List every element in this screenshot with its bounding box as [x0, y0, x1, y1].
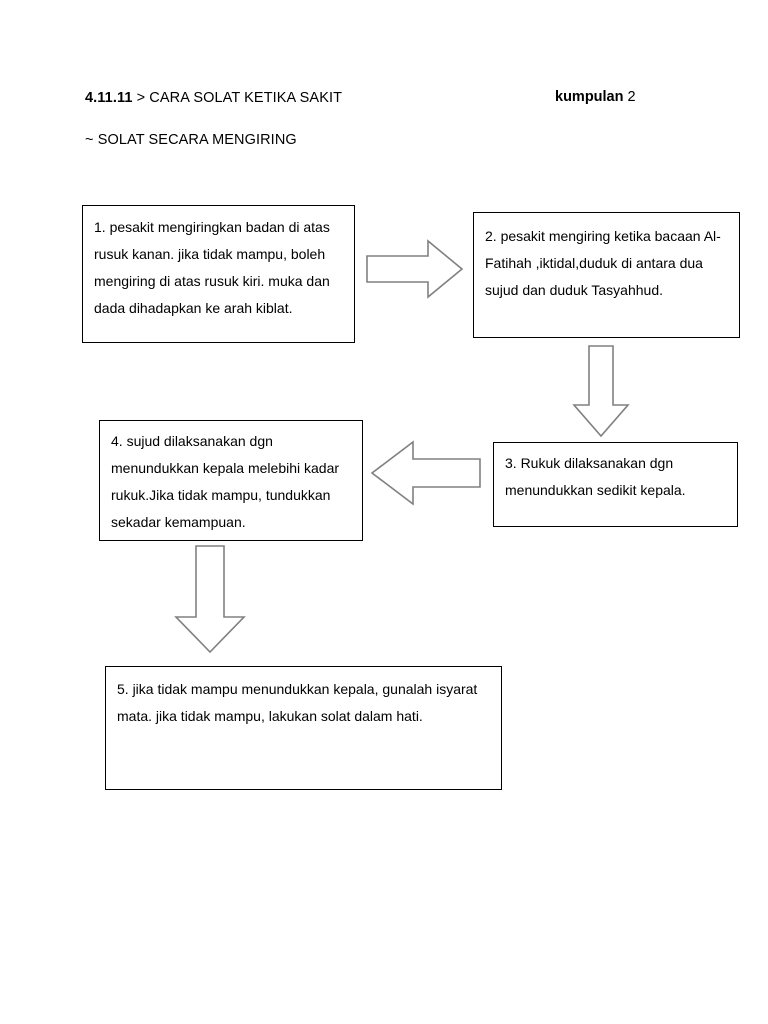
- flow-box-3: 3. Rukuk dilaksanakan dgn menundukkan se…: [493, 442, 738, 527]
- flow-box-3-text: 3. Rukuk dilaksanakan dgn menundukkan se…: [505, 455, 686, 498]
- flow-box-5: 5. jika tidak mampu menundukkan kepala, …: [105, 666, 502, 790]
- group-label: kumpulan: [555, 89, 624, 105]
- page-title-text: > CARA SOLAT KETIKA SAKIT: [132, 90, 343, 106]
- flow-box-4-text: 4. sujud dilaksanakan dgn menundukkan ke…: [111, 433, 340, 530]
- flow-box-2-text: 2. pesakit mengiring ketika bacaan Al-Fa…: [485, 228, 721, 298]
- page-title: 4.11.11 > CARA SOLAT KETIKA SAKIT: [85, 90, 342, 106]
- arrow-left-icon: [369, 438, 482, 508]
- flow-box-1: 1. pesakit mengiringkan badan di atas ru…: [82, 205, 355, 343]
- arrow-right-icon: [366, 238, 464, 300]
- flow-box-2: 2. pesakit mengiring ketika bacaan Al-Fa…: [473, 212, 740, 338]
- flow-box-1-text: 1. pesakit mengiringkan badan di atas ru…: [94, 219, 330, 316]
- group-label-container: kumpulan 2: [555, 89, 636, 105]
- section-number: 4.11.11: [85, 90, 133, 106]
- flow-box-5-text: 5. jika tidak mampu menundukkan kepala, …: [117, 681, 478, 724]
- arrow-down-icon: [172, 545, 248, 655]
- group-number: 2: [623, 89, 636, 105]
- page-header: 4.11.11 > CARA SOLAT KETIKA SAKIT kumpul…: [85, 89, 685, 111]
- arrow-down-icon: [570, 345, 632, 438]
- page-subtitle: ~ SOLAT SECARA MENGIRING: [85, 132, 297, 148]
- flow-box-4: 4. sujud dilaksanakan dgn menundukkan ke…: [99, 420, 363, 541]
